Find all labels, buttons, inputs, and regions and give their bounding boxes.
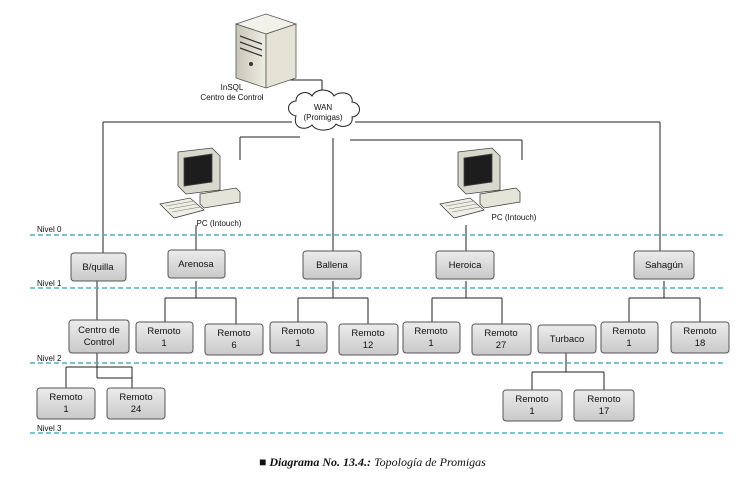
node-centro-de-control: Centro de Control [68,319,130,354]
node-label-line1: Remoto [484,328,517,339]
level-label-1: Nivel 1 [37,279,62,288]
node-label-line2: 1 [63,404,68,415]
node-remoto: Remoto 1 [600,321,659,354]
level-label-2: Nivel 2 [37,354,62,363]
level-label-0: Nivel 0 [37,225,62,234]
wan-subtitle: (Promigas) [303,113,342,122]
node-label-line2: 1 [295,338,300,349]
node-label-line1: Remoto [414,326,447,337]
caption-bullet: ■ [259,455,267,469]
node-label: B/quilla [82,262,114,273]
node-remoto: Remoto 1 [36,387,96,420]
node-sahagun: Sahagún [633,250,695,280]
node-label-line1: Remoto [683,326,716,337]
node-label: Arenosa [178,259,214,270]
node-arenosa: Arenosa [167,249,226,279]
node-label-line1: Remoto [281,326,314,337]
node-label-line2: 12 [363,340,374,351]
node-label-line2: 17 [599,406,610,417]
pc-label-2: PC (Intouch) [492,213,537,222]
server-icon [234,13,298,89]
node-remoto: Remoto 1 [502,389,563,422]
pc-workstation-icon [439,147,521,219]
pc-label-1: PC (Intouch) [197,219,242,228]
node-label: Turbaco [550,334,585,345]
node-label-line1: Remoto [147,326,180,337]
server-subtitle: Centro de Control [200,93,263,102]
cloud-icon [288,89,360,131]
node-label-line2: 1 [626,338,631,349]
node-label-line1: Remoto [119,392,152,403]
network-topology-diagram: Nivel 0 Nivel 1 Nivel 2 Nivel 3 InSQL Ce… [30,13,730,434]
node-label-line2: 1 [529,406,534,417]
node-label-line2: 1 [428,338,433,349]
node-label: Sahagún [645,260,683,271]
level1-nodes: B/quilla Arenosa Ballena Heroica Sahagún [70,249,695,282]
node-label-line1: Centro de [78,325,120,336]
node-remoto: Remoto 1 [402,321,461,354]
level2-nodes: Centro de Control Remoto 1 Remoto 6 Remo… [68,319,730,356]
node-remoto: Remoto 1 [269,321,328,354]
node-remoto: Remoto 1 [135,321,194,354]
level-separators [30,234,724,434]
node-label-line2: 27 [496,340,507,351]
node-ballena: Ballena [302,250,362,280]
node-remoto: Remoto 17 [573,389,635,422]
node-remoto: Remoto 6 [204,323,264,356]
node-label-line1: Remoto [515,394,548,405]
node-remoto: Remoto 27 [471,323,532,356]
node-label-line2: 1 [161,338,166,349]
level-labels: Nivel 0 Nivel 1 Nivel 2 Nivel 3 [37,225,62,433]
node-heroica: Heroica [435,250,495,280]
pc-workstation-icon [159,147,241,219]
node-label-line1: Remoto [587,394,620,405]
node-label-line2: 6 [231,340,236,351]
node-remoto: Remoto 24 [106,387,166,420]
figure-caption: ■ Diagrama No. 13.4.: Topología de Promi… [0,455,745,470]
node-label-line1: Remoto [49,392,82,403]
server-name: InSQL [221,83,244,92]
node-label-line2: 24 [131,404,142,415]
connector-lines [65,79,701,390]
caption-text: Topología de Promigas [374,455,486,469]
level-label-3: Nivel 3 [37,424,62,433]
node-label: Heroica [449,260,482,271]
caption-title: Diagrama No. 13.4.: [269,455,372,469]
wan-name: WAN [314,103,333,112]
node-remoto: Remoto 12 [338,323,399,356]
node-label-line1: Remoto [612,326,645,337]
node-turbaco: Turbaco [537,324,597,354]
node-bquilla: B/quilla [70,252,127,282]
node-remoto: Remoto 18 [670,321,730,354]
level3-nodes: Remoto 1 Remoto 24 Remoto 1 Remoto 17 [36,387,635,422]
node-label-line2: Control [84,337,115,348]
node-label-line1: Remoto [217,328,250,339]
node-label: Ballena [316,260,348,271]
node-label-line2: 18 [695,338,706,349]
node-label-line1: Remoto [351,328,384,339]
